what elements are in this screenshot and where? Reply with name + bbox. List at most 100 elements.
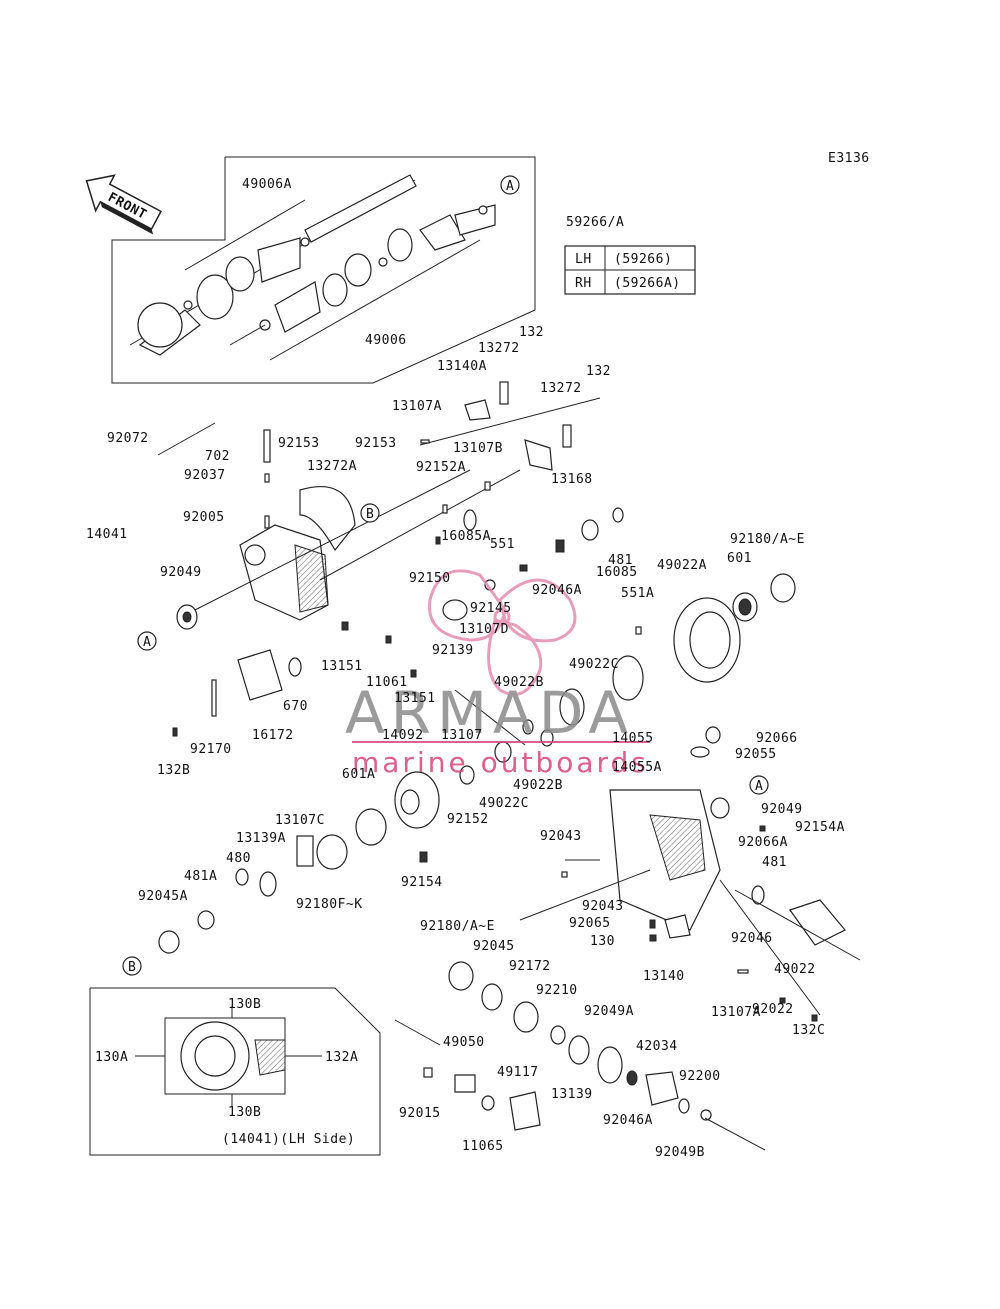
- part-label: 92200: [679, 1069, 721, 1084]
- part-label: 92065: [569, 916, 611, 931]
- callout-a-top: A: [506, 179, 514, 194]
- part-label: 92046A: [603, 1113, 653, 1128]
- part-label: 49022A: [657, 558, 707, 573]
- part-label: 59266/A: [566, 215, 624, 230]
- part-label: 130A: [95, 1050, 128, 1065]
- part-label: 92049: [761, 802, 803, 817]
- part-label: 13140: [643, 969, 685, 984]
- part-label: 92153: [278, 436, 320, 451]
- part-label: 92154: [401, 875, 443, 890]
- watermark-subtitle: marine outboards: [352, 746, 649, 779]
- part-label: 601A: [342, 767, 375, 782]
- part-label: 13107A: [392, 399, 442, 414]
- part-label: 49022: [774, 962, 816, 977]
- part-label: 92145: [470, 601, 512, 616]
- part-label: 92015: [399, 1106, 441, 1121]
- part-label: 92049A: [584, 1004, 634, 1019]
- pinion-parts: [394, 961, 766, 1151]
- part-label: 92066A: [738, 835, 788, 850]
- part-label: 92037: [184, 468, 226, 483]
- part-label: 670: [283, 699, 308, 714]
- part-label: 49022C: [479, 796, 529, 811]
- part-label: 92046A: [532, 583, 582, 598]
- front-arrow-icon: FRONT: [85, 174, 162, 235]
- part-label: 92139: [432, 643, 474, 658]
- part-label: 601: [727, 551, 752, 566]
- part-label: 130B: [228, 997, 261, 1012]
- part-label: 14055: [612, 731, 654, 746]
- callout-b-bottom: B: [128, 960, 136, 975]
- part-label: 14055A: [612, 760, 662, 775]
- part-label: 92045A: [138, 889, 188, 904]
- part-label: 481: [762, 855, 787, 870]
- part-label: 49006: [365, 333, 407, 348]
- part-label: 13272: [478, 341, 520, 356]
- part-label: 92046: [731, 931, 773, 946]
- part-label: 13151: [394, 691, 436, 706]
- shaft-assembly-outline: [111, 156, 536, 384]
- part-label: 49022C: [569, 657, 619, 672]
- part-label: 13272: [540, 381, 582, 396]
- part-label: 42034: [636, 1039, 678, 1054]
- part-label: 551: [490, 537, 515, 552]
- part-label: 13107B: [453, 441, 503, 456]
- propeller-logo-icon: [428, 569, 577, 696]
- part-label: 13139A: [236, 831, 286, 846]
- part-label: 92066: [756, 731, 798, 746]
- part-label: 13107C: [275, 813, 325, 828]
- part-label: 13168: [551, 472, 593, 487]
- part-label: 132A: [325, 1050, 358, 1065]
- part-label: 92180/A~E: [420, 919, 495, 934]
- part-label: 49006A: [242, 177, 292, 192]
- diagram-code: E3136: [828, 151, 870, 166]
- part-label: 92043: [582, 899, 624, 914]
- part-label: 92152: [447, 812, 489, 827]
- callout-b-mid: B: [366, 507, 374, 522]
- part-label: 551A: [621, 586, 654, 601]
- front-housing-parts: [157, 422, 521, 737]
- part-label: 92049: [160, 565, 202, 580]
- inset-lh-side: (14041)(LH Side): [89, 987, 381, 1156]
- part-label: 92170: [190, 742, 232, 757]
- table-side-lh: LH: [575, 252, 592, 267]
- part-label: 92049B: [655, 1145, 705, 1160]
- part-label: 481A: [184, 869, 217, 884]
- part-label: 16085: [596, 565, 638, 580]
- part-label: 130B: [228, 1105, 261, 1120]
- part-label: 92180F~K: [296, 897, 363, 912]
- part-label: 11061: [366, 675, 408, 690]
- table-part-rh: (59266A): [614, 276, 681, 291]
- part-label: 92045: [473, 939, 515, 954]
- part-label: 92072: [107, 431, 149, 446]
- part-label: 702: [205, 449, 230, 464]
- part-label: 92152A: [416, 460, 466, 475]
- ring-gear-assembly: [454, 573, 796, 763]
- part-label: 132: [519, 325, 544, 340]
- part-label: 92172: [509, 959, 551, 974]
- inset-caption: (14041)(LH Side): [222, 1132, 355, 1147]
- part-label: 92154A: [795, 820, 845, 835]
- armada-watermark: ARMADA marine outboards: [345, 569, 650, 779]
- part-label: 13107: [441, 728, 483, 743]
- part-label: 49050: [443, 1035, 485, 1050]
- watermark-title: ARMADA: [345, 679, 634, 747]
- part-label: 92043: [540, 829, 582, 844]
- part-label: 132C: [792, 1023, 825, 1038]
- part-label: 130: [590, 934, 615, 949]
- callout-markers: A B A A B: [122, 175, 769, 976]
- shift-fork-parts: [419, 381, 624, 621]
- part-label: 92180/A~E: [730, 532, 805, 547]
- part-label: 92005: [183, 510, 225, 525]
- callout-a-left: A: [143, 635, 151, 650]
- part-label: 13151: [321, 659, 363, 674]
- part-label: 92210: [536, 983, 578, 998]
- table-part-lh: (59266): [614, 252, 672, 267]
- drive-shaft-assembly: [129, 174, 496, 361]
- part-label: 13139: [551, 1087, 593, 1102]
- part-label: 49022B: [513, 778, 563, 793]
- part-label: 92153: [355, 436, 397, 451]
- part-label: 11065: [462, 1139, 504, 1154]
- part-label: 481: [608, 553, 633, 568]
